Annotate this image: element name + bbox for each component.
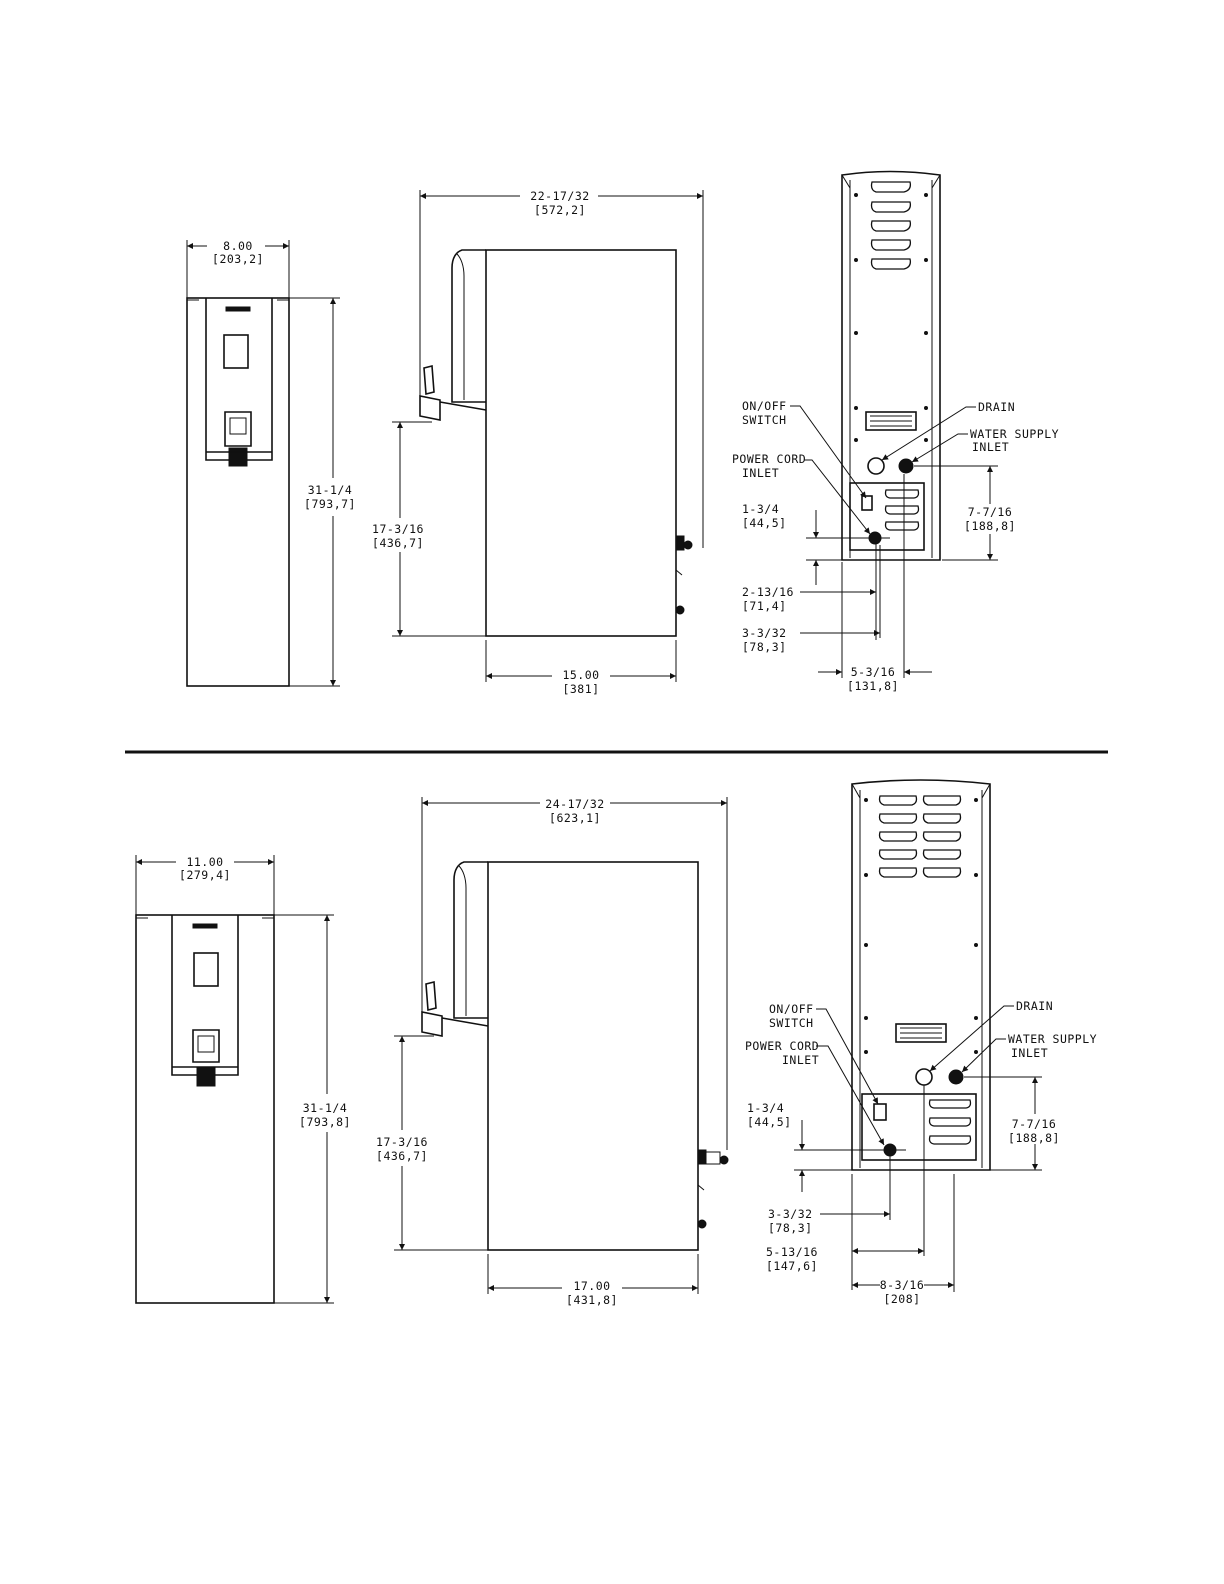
display-window	[223, 334, 249, 369]
top-d2-mm: [71,4]	[742, 599, 787, 613]
top-power-label-2: INLET	[742, 466, 779, 480]
bottom-d6-mm: [208]	[883, 1292, 920, 1306]
bottom-rear-vents	[878, 795, 962, 878]
logo-badge	[225, 306, 251, 312]
top-rear-label-plate	[865, 411, 917, 431]
top-d3: 3-3/32	[742, 626, 787, 640]
bottom-drain-label: DRAIN	[1016, 999, 1053, 1013]
bottom-power-label-1: POWER CORD	[745, 1039, 819, 1053]
top-d4: 5-3/16	[851, 665, 896, 679]
top-side-rear-fitting	[675, 535, 685, 551]
top-d1-mm: [44,5]	[742, 516, 787, 530]
bottom-front-width-mm: [279,4]	[179, 868, 231, 882]
top-onoff-label-1: ON/OFF	[742, 399, 787, 413]
bottom-d5-mm: [188,8]	[1008, 1131, 1060, 1145]
bottom-water-inlet	[948, 1069, 964, 1085]
bottom-side-depth-mm: [623,1]	[549, 811, 601, 825]
bottom-d1: 1-3/4	[747, 1101, 784, 1115]
bottom-water-label-1: WATER SUPPLY	[1008, 1032, 1097, 1046]
top-power-label-1: POWER CORD	[732, 452, 806, 466]
bottom-side-base-depth-mm: [431,8]	[566, 1293, 618, 1307]
top-water-inlet	[898, 458, 914, 474]
bottom-d4: 5-13/16	[766, 1245, 818, 1259]
top-d4-mm: [131,8]	[847, 679, 899, 693]
top-drain	[867, 457, 885, 475]
top-side-base-depth: 15.00	[562, 668, 599, 682]
top-water-label-1: WATER SUPPLY	[970, 427, 1059, 441]
top-rear-view: ON/OFF SWITCH POWER CORD INLET DRAIN WAT…	[732, 170, 1059, 693]
bottom-rear-view: ON/OFF SWITCH POWER CORD INLET DRAIN WAT…	[745, 779, 1097, 1306]
top-drain-label: DRAIN	[978, 400, 1015, 414]
top-side-faucet	[419, 395, 441, 421]
spout	[196, 1067, 216, 1087]
top-d1: 1-3/4	[742, 502, 779, 516]
bottom-d4-mm: [147,6]	[766, 1259, 818, 1273]
bottom-onoff-switch	[873, 1103, 887, 1121]
bottom-front-width: 11.00	[186, 855, 223, 869]
bottom-side-base-depth: 17.00	[573, 1279, 610, 1293]
bottom-d3-mm: [78,3]	[768, 1221, 813, 1235]
bottom-side-spout-height: 17-3/16	[376, 1135, 428, 1149]
top-side-spout-height: 17-3/16	[372, 522, 424, 536]
top-side-spout-height-mm: [436,7]	[372, 536, 424, 550]
bottom-onoff-label-1: ON/OFF	[769, 1002, 814, 1016]
bottom-drain	[915, 1068, 933, 1086]
bottom-onoff-label-2: SWITCH	[769, 1016, 814, 1030]
bottom-side-spout-height-mm: [436,7]	[376, 1149, 428, 1163]
bottom-side-rear-fitting	[697, 1149, 707, 1165]
top-front-height-mm: [793,7]	[304, 497, 356, 511]
top-side-base-depth-mm: [381]	[562, 682, 599, 696]
top-d5-mm: [188,8]	[964, 519, 1016, 533]
top-model: 8.00 [203,2] 31-1/4 [793,7]	[186, 170, 1059, 696]
top-d3-mm: [78,3]	[742, 640, 787, 654]
top-front-width: 8.00	[223, 239, 253, 253]
bottom-front-view: 11.00 [279,4] 31-1/4 [793,8]	[135, 855, 351, 1304]
bottom-model: 11.00 [279,4] 31-1/4 [793,8]	[135, 779, 1097, 1307]
logo-badge	[192, 923, 218, 929]
spout	[228, 447, 248, 467]
bottom-front-height-mm: [793,8]	[299, 1115, 351, 1129]
faucet-handle	[224, 411, 252, 447]
display-window	[193, 952, 219, 987]
bottom-side-view: 24-17/32 [623,1] 17-3/16 [436,7] 17.00 […	[376, 797, 729, 1307]
top-d5: 7-7/16	[968, 505, 1013, 519]
bottom-power-label-2: INLET	[782, 1053, 819, 1067]
bottom-front-height: 31-1/4	[303, 1101, 348, 1115]
top-front-height: 31-1/4	[308, 483, 353, 497]
top-side-view: 22-17/32 [572,2] 17-3/16 [436,7] 15.00 […	[372, 189, 704, 696]
top-rear-vents	[870, 181, 912, 270]
top-front-width-mm: [203,2]	[212, 252, 264, 266]
bottom-side-faucet	[421, 1011, 443, 1037]
top-onoff-switch	[861, 495, 873, 511]
bottom-d6: 8-3/16	[880, 1278, 925, 1292]
top-side-depth-mm: [572,2]	[534, 203, 586, 217]
bottom-d5: 7-7/16	[1012, 1117, 1057, 1131]
top-water-label-2: INLET	[972, 440, 1009, 454]
bottom-d1-mm: [44,5]	[747, 1115, 792, 1129]
bottom-side-depth: 24-17/32	[545, 797, 604, 811]
bottom-d3: 3-3/32	[768, 1207, 813, 1221]
top-front-view: 8.00 [203,2] 31-1/4 [793,7]	[186, 239, 356, 687]
top-onoff-label-2: SWITCH	[742, 413, 787, 427]
bottom-rear-label-plate	[895, 1023, 947, 1043]
faucet-handle	[192, 1029, 220, 1063]
bottom-water-label-2: INLET	[1011, 1046, 1048, 1060]
top-d2: 2-13/16	[742, 585, 794, 599]
top-side-depth: 22-17/32	[530, 189, 589, 203]
